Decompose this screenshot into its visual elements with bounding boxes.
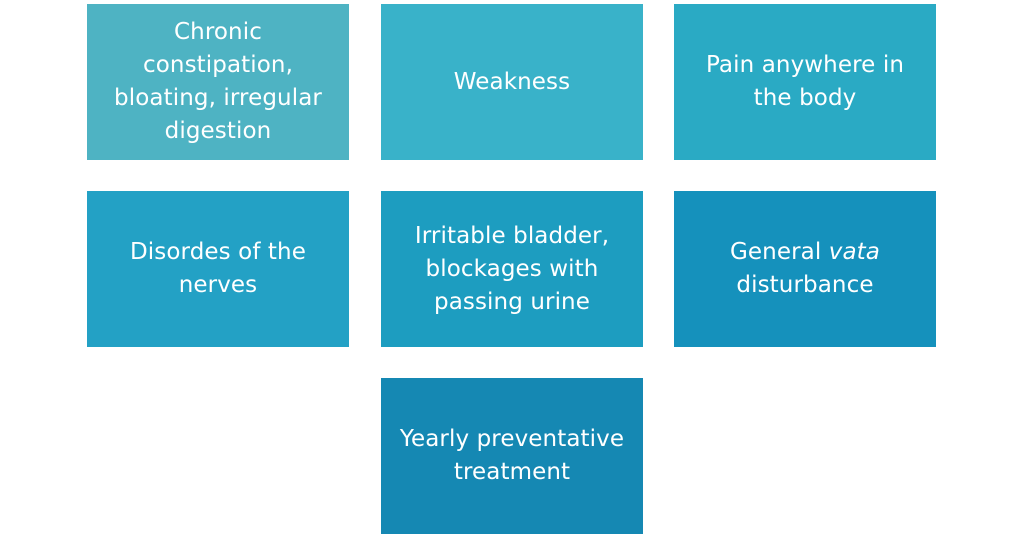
tile-weakness: Weakness — [381, 4, 643, 160]
tile-label-prefix: General — [730, 239, 829, 265]
tile-label-emphasis: vata — [828, 239, 880, 265]
tile-label: Weakness — [453, 68, 571, 95]
tile-label: Pain anywhere in the body — [705, 52, 904, 111]
tile-chronic-constipation: Chronic constipation, bloating, irregula… — [87, 4, 349, 160]
tile-label: Chronic constipation, bloating, irregula… — [114, 19, 322, 144]
tile-irritable-bladder: Irritable bladder, blockages with passin… — [381, 191, 643, 347]
tile-vata-disturbance: General vata disturbance — [674, 191, 936, 347]
tile-label: Yearly preventative treatment — [399, 426, 625, 485]
tile-pain: Pain anywhere in the body — [674, 4, 936, 160]
tile-label-suffix: disturbance — [736, 272, 874, 298]
tile-label: General vata disturbance — [692, 236, 918, 302]
tile-yearly-preventative: Yearly preventative treatment — [381, 378, 643, 534]
tile-label: Irritable bladder, blockages with passin… — [414, 222, 610, 315]
tile-label: Disordes of the nerves — [130, 239, 306, 298]
tile-nerve-disorders: Disordes of the nerves — [87, 191, 349, 347]
